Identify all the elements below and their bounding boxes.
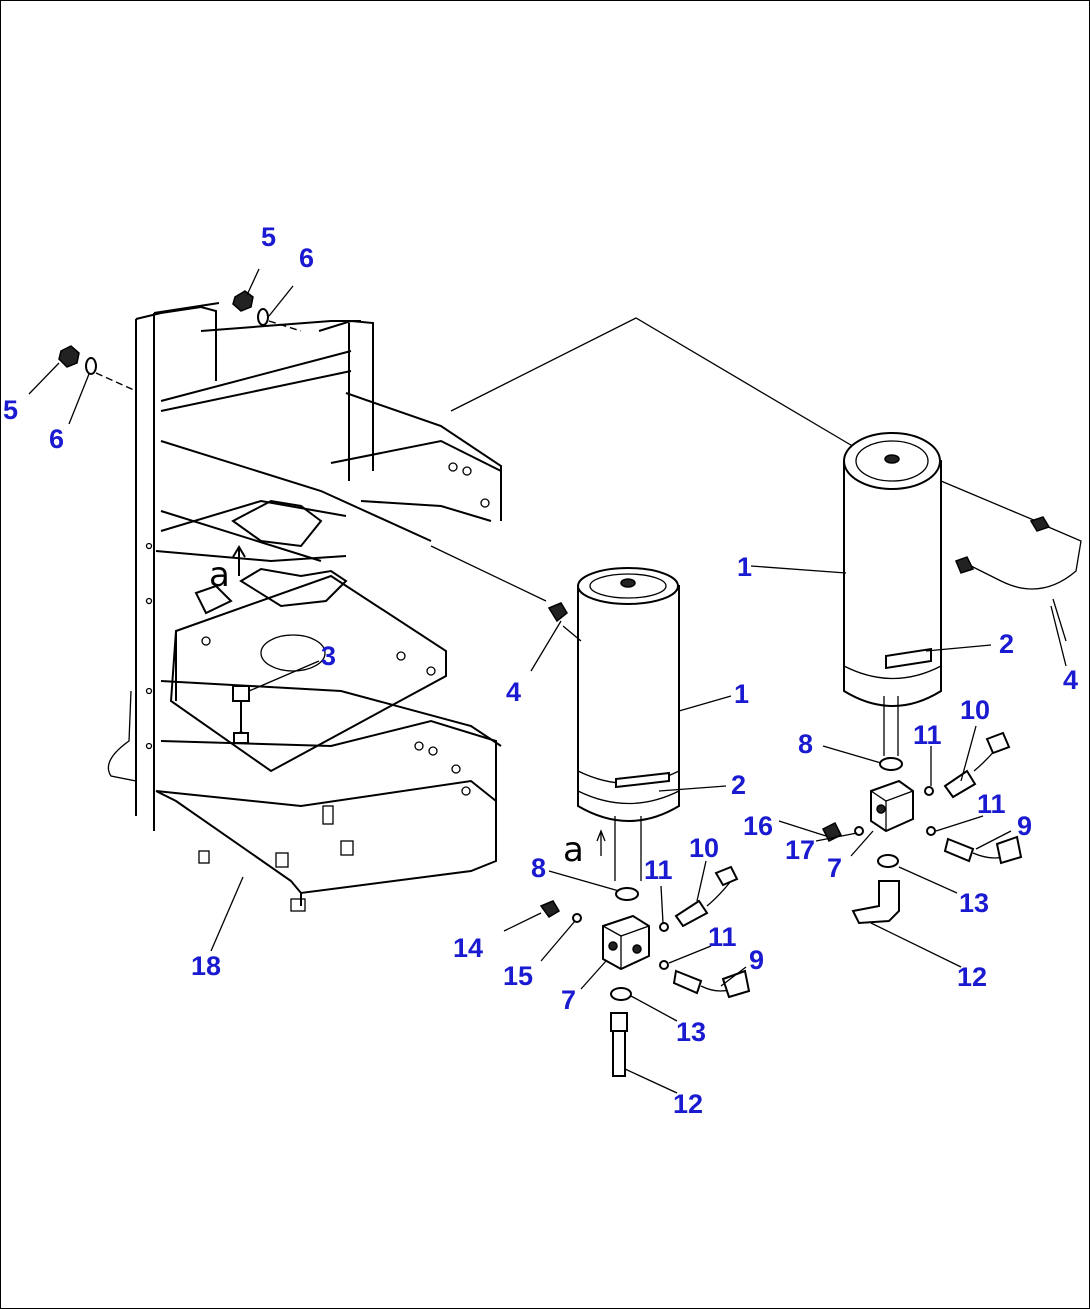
callout-2-left: 2 (731, 770, 746, 800)
callout-5-top: 5 (261, 222, 276, 252)
callout-11-right-top: 11 (913, 720, 942, 750)
callout-16: 16 (743, 811, 773, 841)
callout-13-left: 13 (676, 1017, 706, 1047)
callout-5-left: 5 (3, 395, 18, 425)
callout-11-right-bottom: 11 (977, 789, 1006, 819)
filter-right (821, 432, 1082, 925)
callout-3: 3 (321, 641, 336, 671)
callout-9-right: 9 (1017, 811, 1032, 841)
callout-11-left-bottom: 11 (708, 922, 737, 952)
callout-1-right: 1 (737, 552, 752, 582)
harness-line-3 (940, 480, 1037, 522)
callout-4-left: 4 (506, 677, 521, 707)
callout-11-left-top: 11 (644, 855, 673, 885)
callout-7-left: 7 (561, 985, 576, 1015)
callout-6-top: 6 (299, 243, 314, 273)
bolt-washer-left (58, 345, 137, 392)
callout-1-left: 1 (734, 679, 749, 709)
harness-line (450, 317, 862, 452)
callout-12-right: 12 (957, 962, 987, 992)
callout-17: 17 (785, 835, 815, 865)
callout-8-right: 8 (798, 729, 813, 759)
detail-mark-filter: a (563, 830, 584, 870)
callout-18: 18 (191, 951, 221, 981)
callout-12-left: 12 (673, 1089, 703, 1119)
callout-9-left: 9 (749, 945, 764, 975)
leader-lines (28, 268, 1067, 1094)
callout-13-right: 13 (959, 888, 989, 918)
callout-10-left: 10 (689, 833, 719, 863)
callouts: 5 6 5 6 3 4 1 2 1 2 4 8 11 10 14 15 7 11… (3, 222, 1078, 1119)
mounting-frame (107, 302, 502, 912)
callout-6-left: 6 (49, 424, 64, 454)
callout-8-left: 8 (531, 853, 546, 883)
callout-7-right: 7 (827, 853, 842, 883)
callout-14: 14 (453, 933, 483, 963)
callout-10-right: 10 (960, 695, 990, 725)
callout-2-right: 2 (999, 629, 1014, 659)
bolt-washer-top (232, 290, 302, 332)
detail-mark-frame: a (209, 555, 230, 595)
callout-4-right: 4 (1063, 665, 1078, 695)
harness-line-2 (430, 545, 547, 602)
callout-15: 15 (503, 961, 533, 991)
filter-left (539, 567, 751, 1077)
